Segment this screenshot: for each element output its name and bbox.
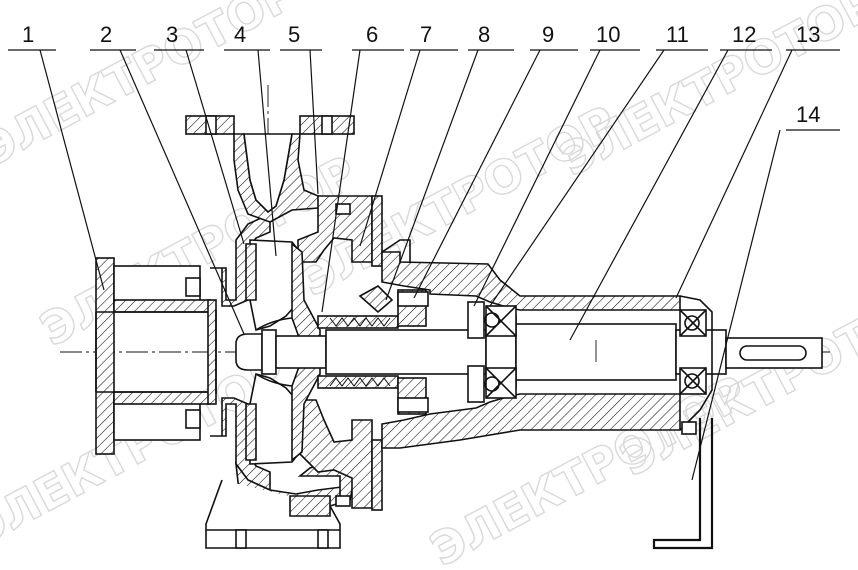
callout-label: 9: [542, 22, 554, 47]
callout-label: 1: [22, 22, 34, 47]
shaft-seal: [317, 285, 427, 415]
callout-label: 3: [166, 22, 178, 47]
callout-label: 11: [666, 22, 689, 47]
callout-label: 10: [596, 22, 620, 47]
callout-12: 12: [569, 22, 772, 341]
seal-spring-top: [329, 317, 391, 327]
callout-5: 5: [280, 22, 322, 195]
callout-3: 3: [154, 22, 245, 245]
callout-label: 7: [420, 22, 432, 47]
callout-label: 14: [796, 102, 820, 127]
callout-4: 4: [224, 22, 277, 257]
callout-label: 12: [732, 22, 756, 47]
callout-6: 6: [321, 22, 404, 313]
callout-1: 1: [8, 22, 105, 291]
callout-9: 9: [413, 22, 578, 299]
bearing-bracket: [381, 239, 713, 449]
rear-bearing: [679, 309, 707, 395]
callout-7: 7: [359, 22, 458, 247]
callout-label: 6: [366, 22, 378, 47]
callout-label: 8: [478, 22, 490, 47]
impeller: [245, 239, 321, 465]
callout-10: 10: [473, 22, 640, 307]
front-bearing: [467, 301, 517, 403]
bracket-flange: [297, 195, 383, 511]
callout-14: 14: [691, 102, 840, 481]
callout-label: 5: [288, 22, 300, 47]
callout-label: 2: [100, 22, 112, 47]
callout-label: 4: [234, 22, 246, 47]
callout-8: 8: [385, 22, 514, 301]
callout-group: 1 2 3 4 5 6 7: [8, 22, 840, 481]
callout-13: 13: [675, 22, 840, 299]
impeller-nut: [235, 329, 327, 375]
suction-nozzle: [95, 257, 211, 455]
support-bracket: [652, 418, 714, 550]
callout-11: 11: [489, 22, 708, 307]
pump-casing-front: [207, 212, 271, 492]
discharge-nozzle: [185, 115, 355, 223]
callout-label: 13: [796, 22, 820, 47]
callout-2: 2: [90, 22, 245, 335]
seal-spring-bottom: [329, 377, 391, 387]
